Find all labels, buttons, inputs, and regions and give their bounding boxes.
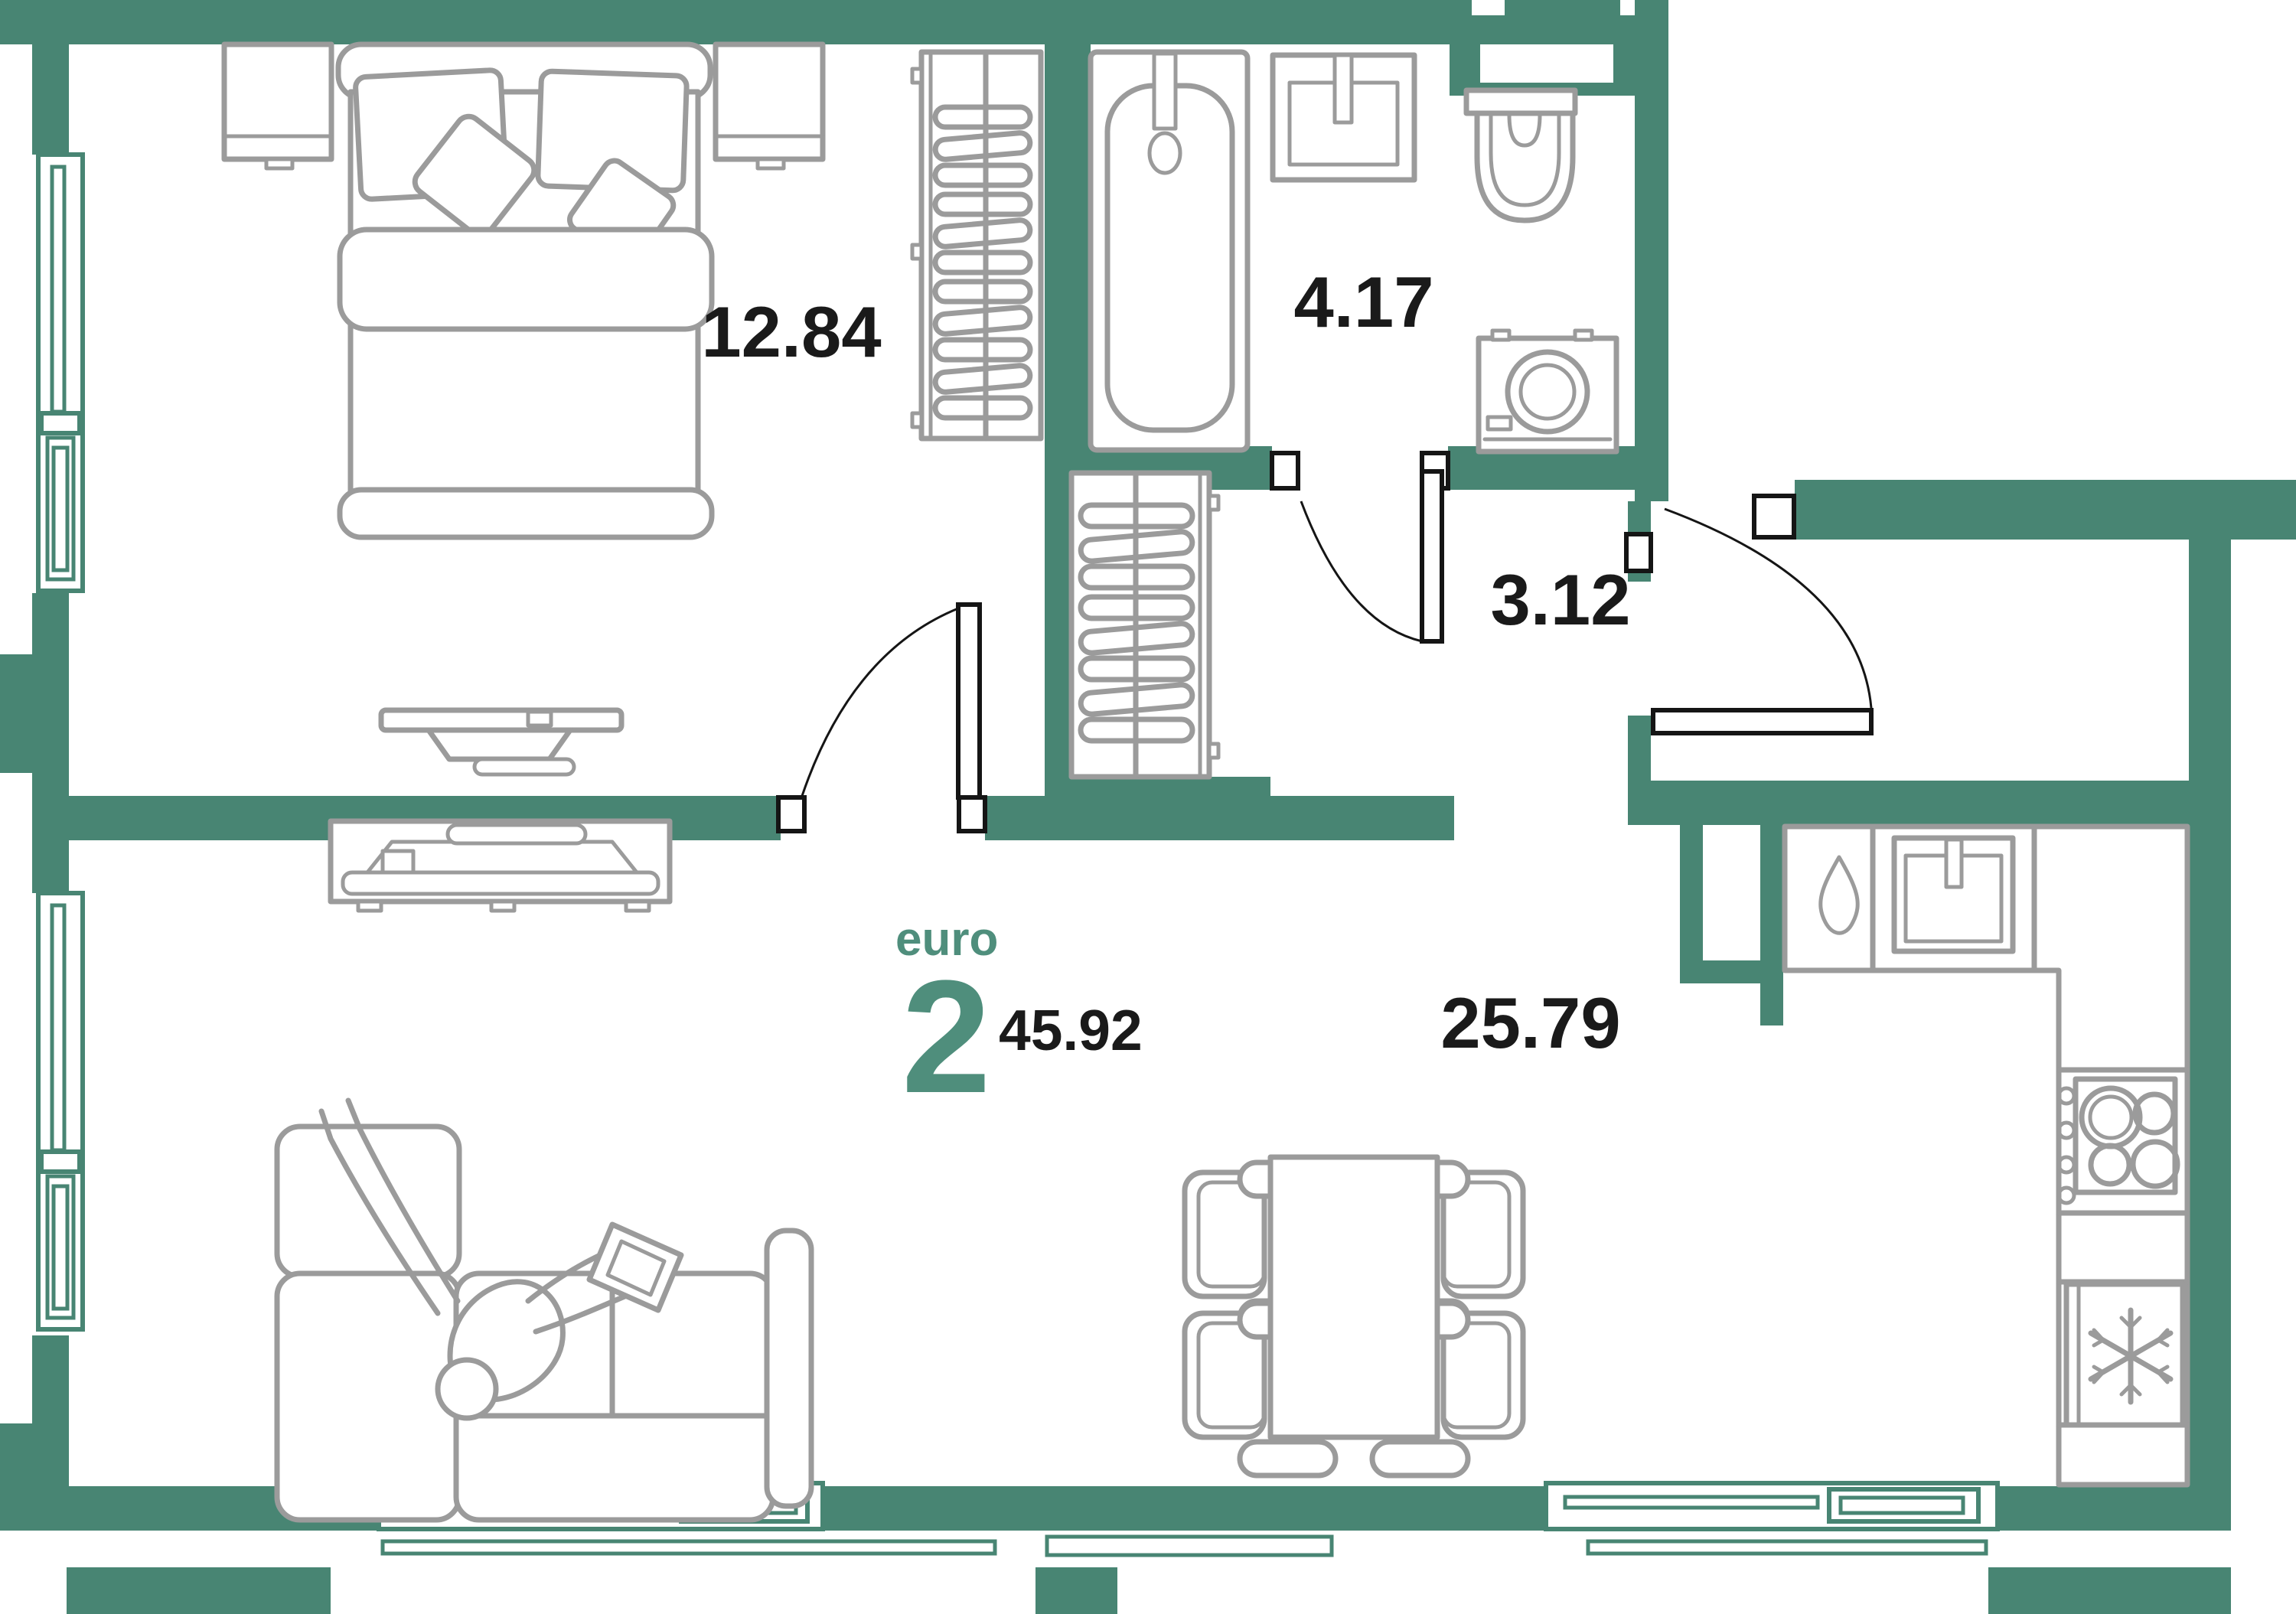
kitchen-living-area-label: 25.79 xyxy=(1440,983,1620,1063)
wardrobe-hallway xyxy=(1068,470,1221,780)
window-left-bedroom xyxy=(36,152,85,593)
bedroom-door xyxy=(776,602,987,833)
rooms-count-label: 2 xyxy=(902,947,991,1127)
kitchen-living: 25.79 xyxy=(274,818,2190,1523)
blanket-fold xyxy=(337,227,715,332)
bathtub xyxy=(1088,49,1251,453)
total-area-label: 45.92 xyxy=(999,998,1143,1062)
doors xyxy=(776,451,1874,833)
hangers xyxy=(932,104,1033,421)
bathroom-sink xyxy=(1270,52,1417,183)
bathroom-door xyxy=(1270,451,1450,644)
bedroom: 12.84 xyxy=(221,41,1044,777)
plan-summary: euro 2 45.92 xyxy=(895,913,1143,1127)
entry-door xyxy=(1624,494,1874,735)
tv-bedroom xyxy=(378,707,625,777)
bed-foot xyxy=(337,487,715,540)
corner-sofa xyxy=(274,1123,814,1523)
window-bottom-kitchen xyxy=(1544,1481,2000,1531)
stove xyxy=(2056,1076,2180,1205)
fridge xyxy=(2063,1281,2186,1428)
plan-type-label: euro xyxy=(895,913,998,966)
person-on-sofa xyxy=(318,1097,684,1421)
window-left-living xyxy=(36,891,85,1332)
nightstand-left xyxy=(221,41,334,171)
bathroom: 4.17 xyxy=(1088,49,1619,455)
washing-machine xyxy=(1476,328,1619,455)
sofa-armrest xyxy=(764,1228,814,1509)
hangers xyxy=(1078,502,1195,744)
hallway-area-label: 3.12 xyxy=(1491,559,1631,640)
balcony-railing xyxy=(380,1534,1988,1557)
kitchen-counter xyxy=(1782,823,2190,1488)
snowflake-icon xyxy=(2088,1307,2174,1405)
double-bed xyxy=(335,41,715,540)
cushion-left xyxy=(412,113,537,239)
dining-table-set xyxy=(1182,1154,1526,1479)
person-head xyxy=(435,1357,499,1421)
water-drop-icon xyxy=(1818,855,1860,935)
toilet xyxy=(1463,87,1578,223)
wardrobe-bedroom xyxy=(910,49,1044,442)
tv-stand xyxy=(328,818,673,913)
bedroom-area-label: 12.84 xyxy=(701,292,881,372)
kitchen-sink xyxy=(1891,835,2016,954)
book xyxy=(586,1221,684,1313)
dining-table xyxy=(1267,1154,1440,1440)
nightstand-right xyxy=(713,41,826,171)
hallway: 3.12 xyxy=(1068,470,1631,780)
bathroom-area-label: 4.17 xyxy=(1294,262,1434,342)
